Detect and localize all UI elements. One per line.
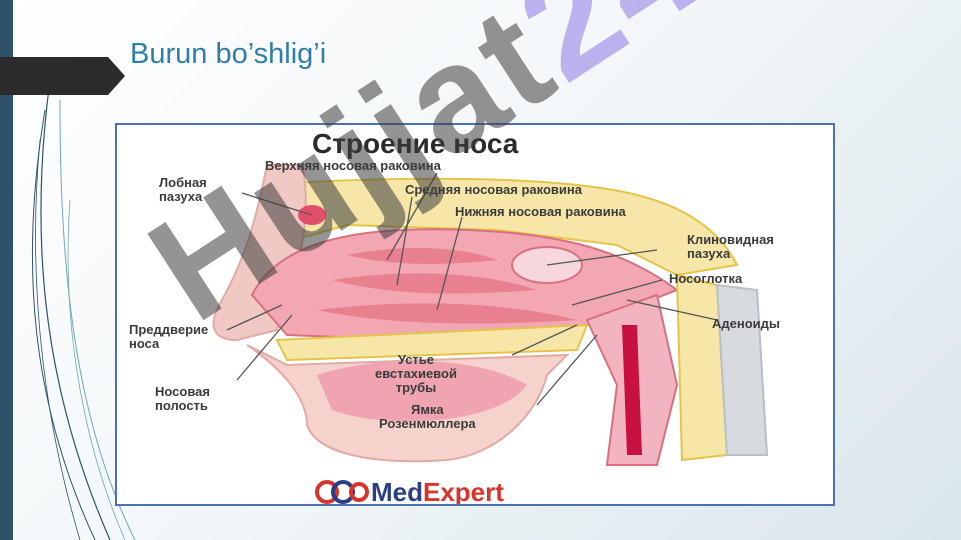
label-middle-concha: Средняя носовая раковина (405, 182, 582, 197)
label-line: полость (155, 398, 208, 413)
label-line: трубы (395, 380, 437, 395)
label-eustachian-orifice: Устье евстахиевой трубы (375, 353, 457, 395)
label-nasal-cavity: Носовая полость (155, 385, 210, 413)
figure-title: Строение носа (312, 128, 519, 159)
label-inferior-concha: Нижняя носовая раковина (455, 204, 626, 219)
label-line: Розенмюллера (379, 416, 476, 431)
left-accent-bar (0, 0, 13, 540)
label-adenoids: Аденоиды (712, 316, 781, 331)
label-line: Преддверие (129, 322, 209, 337)
brand-expert-text: Expert (423, 476, 504, 506)
label-line: пазуха (159, 189, 203, 204)
title-arrow-icon (0, 57, 125, 95)
label-sphenoid-sinus: Клиновидная пазуха (687, 233, 774, 261)
label-line: носа (129, 336, 160, 351)
watermark-accent: 24 (491, 0, 729, 113)
label-rosenmuller-fossa: Ямка Розенмюллера (379, 403, 476, 431)
label-frontal-sinus: Лобная пазуха (159, 176, 207, 204)
brand-med-text: Med (371, 476, 423, 506)
label-superior-concha: Верхняя носовая раковина (265, 158, 441, 173)
label-line: Ямка (410, 402, 444, 417)
label-line: Устье (397, 352, 435, 367)
label-line: Лобная (159, 175, 207, 190)
label-line: евстахиевой (375, 366, 457, 381)
medexpert-brand: Med Expert (313, 476, 504, 506)
slide-title: Burun bo’shlig’i (130, 38, 327, 70)
nose-anatomy-illustration (212, 164, 769, 466)
label-nasopharynx: Носоглотка (669, 271, 743, 286)
medexpert-logo-icon (315, 480, 369, 504)
decorative-lines (31, 80, 136, 540)
label-nasal-vestibule: Преддверие носа (129, 323, 208, 351)
label-line: Носовая (155, 384, 210, 399)
label-line: Клиновидная (687, 232, 774, 247)
label-line: пазуха (687, 246, 731, 261)
nose-anatomy-figure: Строение носа Лобная пазуха Верхняя носо… (115, 123, 835, 506)
